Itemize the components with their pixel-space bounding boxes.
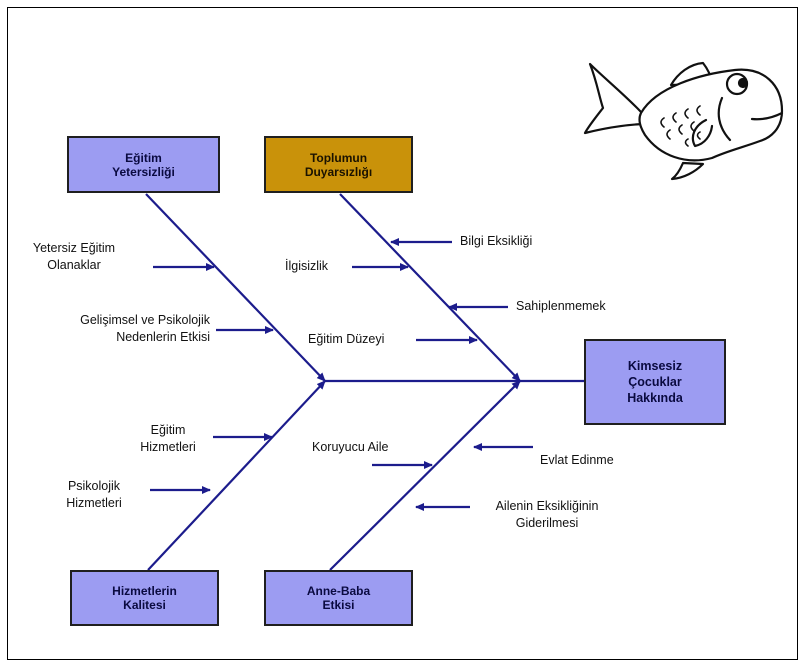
cause-koruyucu-aile: Koruyucu Aile [312,440,389,454]
cause-yetersiz-egitim: Yetersiz Eğitim Olanaklar [32,241,116,272]
bone-hizmet [147,380,326,571]
cause-egitim-hizmetleri: Eğitim Hizmetleri [140,423,196,454]
category-box-hizmetlerin-kalitesi: Hizmetlerin Kalitesi [70,570,219,626]
bone-toplum [339,193,521,382]
cause-egitim-duzeyi: Eğitim Düzeyi [308,332,385,346]
fish-icon [583,61,784,181]
cause-ailenin-eksikligi: Ailenin Eksikliğinin Giderilmesi [495,499,599,530]
bone-egitim [145,193,326,382]
category-box-anne-baba-etkisi: Anne-Baba Etkisi [264,570,413,626]
cause-evlat-edinme: Evlat Edinme [540,453,614,467]
cause-psikolojik-hizmetleri: Psikolojik Hizmetleri [66,479,122,510]
cause-gelisimsel: Gelişimsel ve Psikolojik Nedenlerin Etki… [80,313,210,344]
cause-sahiplenmemek: Sahiplenmemek [516,299,606,313]
problem-box: Kimsesiz Çocuklar Hakkında [584,339,726,425]
cause-bilgi-eksikligi: Bilgi Eksikliği [460,234,533,248]
cause-ilgisizlik: İlgisizlik [285,259,329,273]
category-box-toplumun-duyarsizligi: Toplumun Duyarsızlığı [264,136,413,193]
category-box-egitim-yetersizligi: Eğitim Yetersizliği [67,136,220,193]
bone-anne [329,380,521,571]
